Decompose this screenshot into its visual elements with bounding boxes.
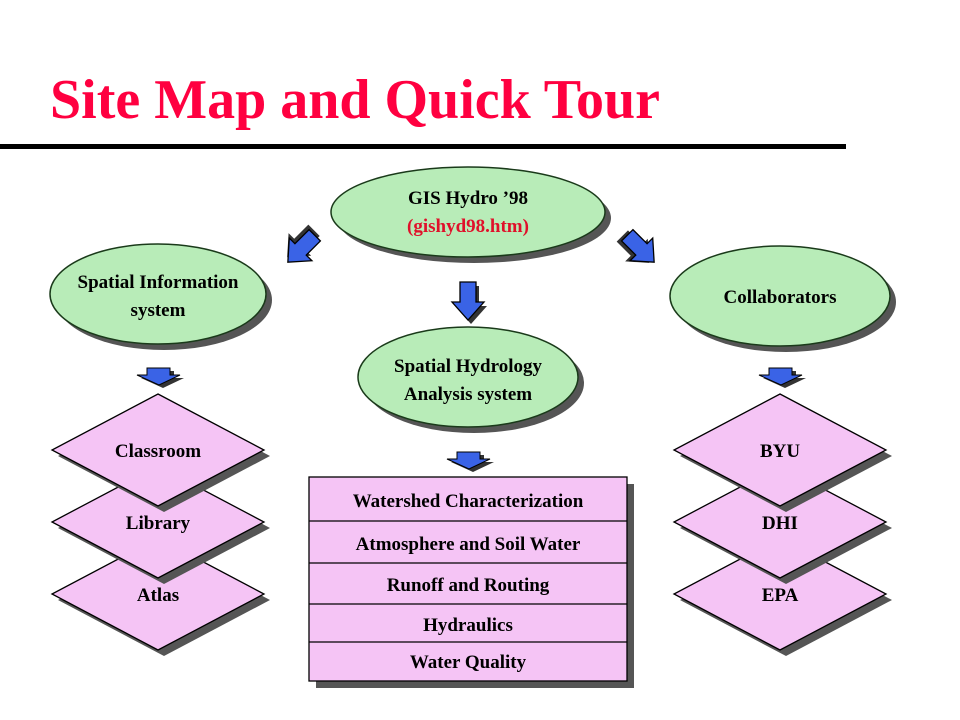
right-stack-label: EPA bbox=[762, 585, 799, 606]
right-diamond-stack: EPA DHI BYU bbox=[672, 393, 892, 656]
spatial-info-line1: Spatial Information bbox=[78, 272, 239, 293]
spatial-hydro-line1: Spatial Hydrology bbox=[394, 356, 542, 377]
diamond-epa[interactable]: EPA bbox=[672, 537, 892, 656]
arrow-root-to-collaborators bbox=[616, 228, 655, 263]
oval-spatial-hydrology-analysis-system[interactable]: Spatial Hydrology Analysis system bbox=[357, 326, 584, 433]
left-stack-label: Atlas bbox=[137, 585, 179, 606]
left-stack-label: Classroom bbox=[115, 441, 201, 462]
title-underline bbox=[0, 144, 846, 149]
right-stack-label: BYU bbox=[760, 441, 800, 462]
oval-collaborators[interactable]: Collaborators bbox=[669, 245, 896, 352]
spatial-info-line2: system bbox=[131, 300, 186, 321]
diamond-atlas[interactable]: Atlas bbox=[50, 537, 270, 656]
spatial-hydro-line2: Analysis system bbox=[404, 384, 532, 405]
module-watershed-characterization[interactable]: Watershed Characterization bbox=[353, 491, 584, 512]
root-title: GIS Hydro ’98 bbox=[408, 188, 528, 209]
module-atmosphere-soil-water[interactable]: Atmosphere and Soil Water bbox=[356, 534, 581, 555]
right-stack-label: DHI bbox=[762, 513, 798, 534]
left-stack-label: Library bbox=[126, 513, 191, 534]
root-filename: (gishyd98.htm) bbox=[407, 216, 529, 237]
arrow-spatial-info-to-stack bbox=[136, 367, 184, 388]
page-title: Site Map and Quick Tour bbox=[50, 69, 660, 131]
oval-spatial-information-system[interactable]: Spatial Information system bbox=[49, 243, 272, 350]
collaborators-label: Collaborators bbox=[724, 287, 837, 308]
module-water-quality[interactable]: Water Quality bbox=[410, 652, 527, 673]
diamond-library[interactable]: Library bbox=[50, 465, 270, 584]
arrow-root-to-spatial-hydro bbox=[450, 281, 487, 324]
diamond-byu[interactable]: BYU bbox=[672, 393, 892, 512]
module-hydraulics[interactable]: Hydraulics bbox=[423, 615, 513, 636]
diamond-classroom[interactable]: Classroom bbox=[50, 393, 270, 512]
module-stack: Watershed Characterization Atmosphere an… bbox=[308, 476, 634, 688]
oval-root[interactable]: GIS Hydro ’98 (gishyd98.htm) bbox=[330, 166, 611, 263]
left-diamond-stack: Atlas Library Classroom bbox=[50, 393, 270, 656]
arrow-collaborators-to-stack bbox=[758, 367, 806, 388]
diamond-dhi[interactable]: DHI bbox=[672, 465, 892, 584]
arrow-root-to-spatial-info bbox=[287, 224, 322, 263]
arrow-spatial-hydro-to-modules bbox=[446, 451, 494, 472]
module-runoff-routing[interactable]: Runoff and Routing bbox=[387, 575, 550, 596]
